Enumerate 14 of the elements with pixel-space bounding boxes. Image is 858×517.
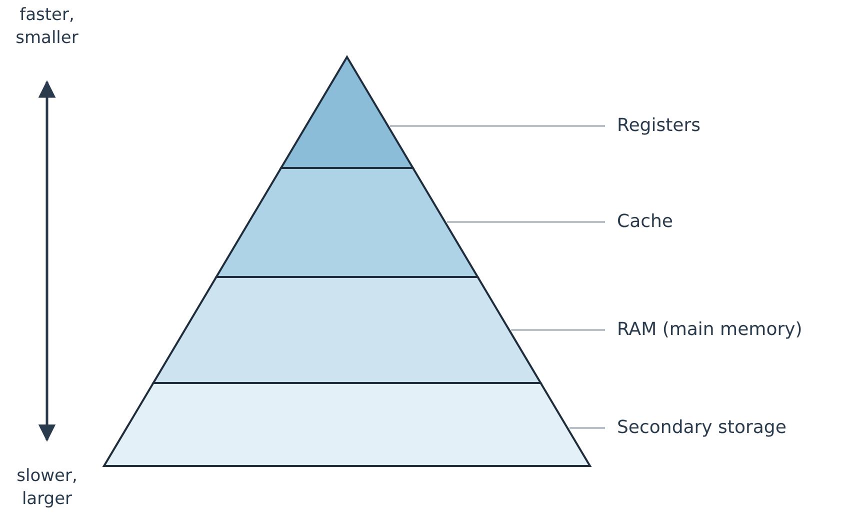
pyramid-layer — [102, 382, 592, 467]
level-label: Secondary storage — [605, 417, 786, 439]
level-label: Cache — [605, 211, 673, 233]
leader-line — [569, 427, 605, 429]
pyramid-layer — [279, 55, 415, 169]
scale-label: slower, larger — [16, 465, 78, 511]
scale-label: faster, smaller — [14, 4, 80, 50]
level-label: Registers — [605, 115, 700, 137]
leader-line — [447, 221, 605, 223]
pyramid-layer — [214, 167, 480, 278]
leader-line — [511, 329, 605, 331]
pyramid-layer — [152, 276, 542, 384]
level-label: RAM (main memory) — [605, 319, 802, 341]
leader-line — [390, 125, 605, 127]
